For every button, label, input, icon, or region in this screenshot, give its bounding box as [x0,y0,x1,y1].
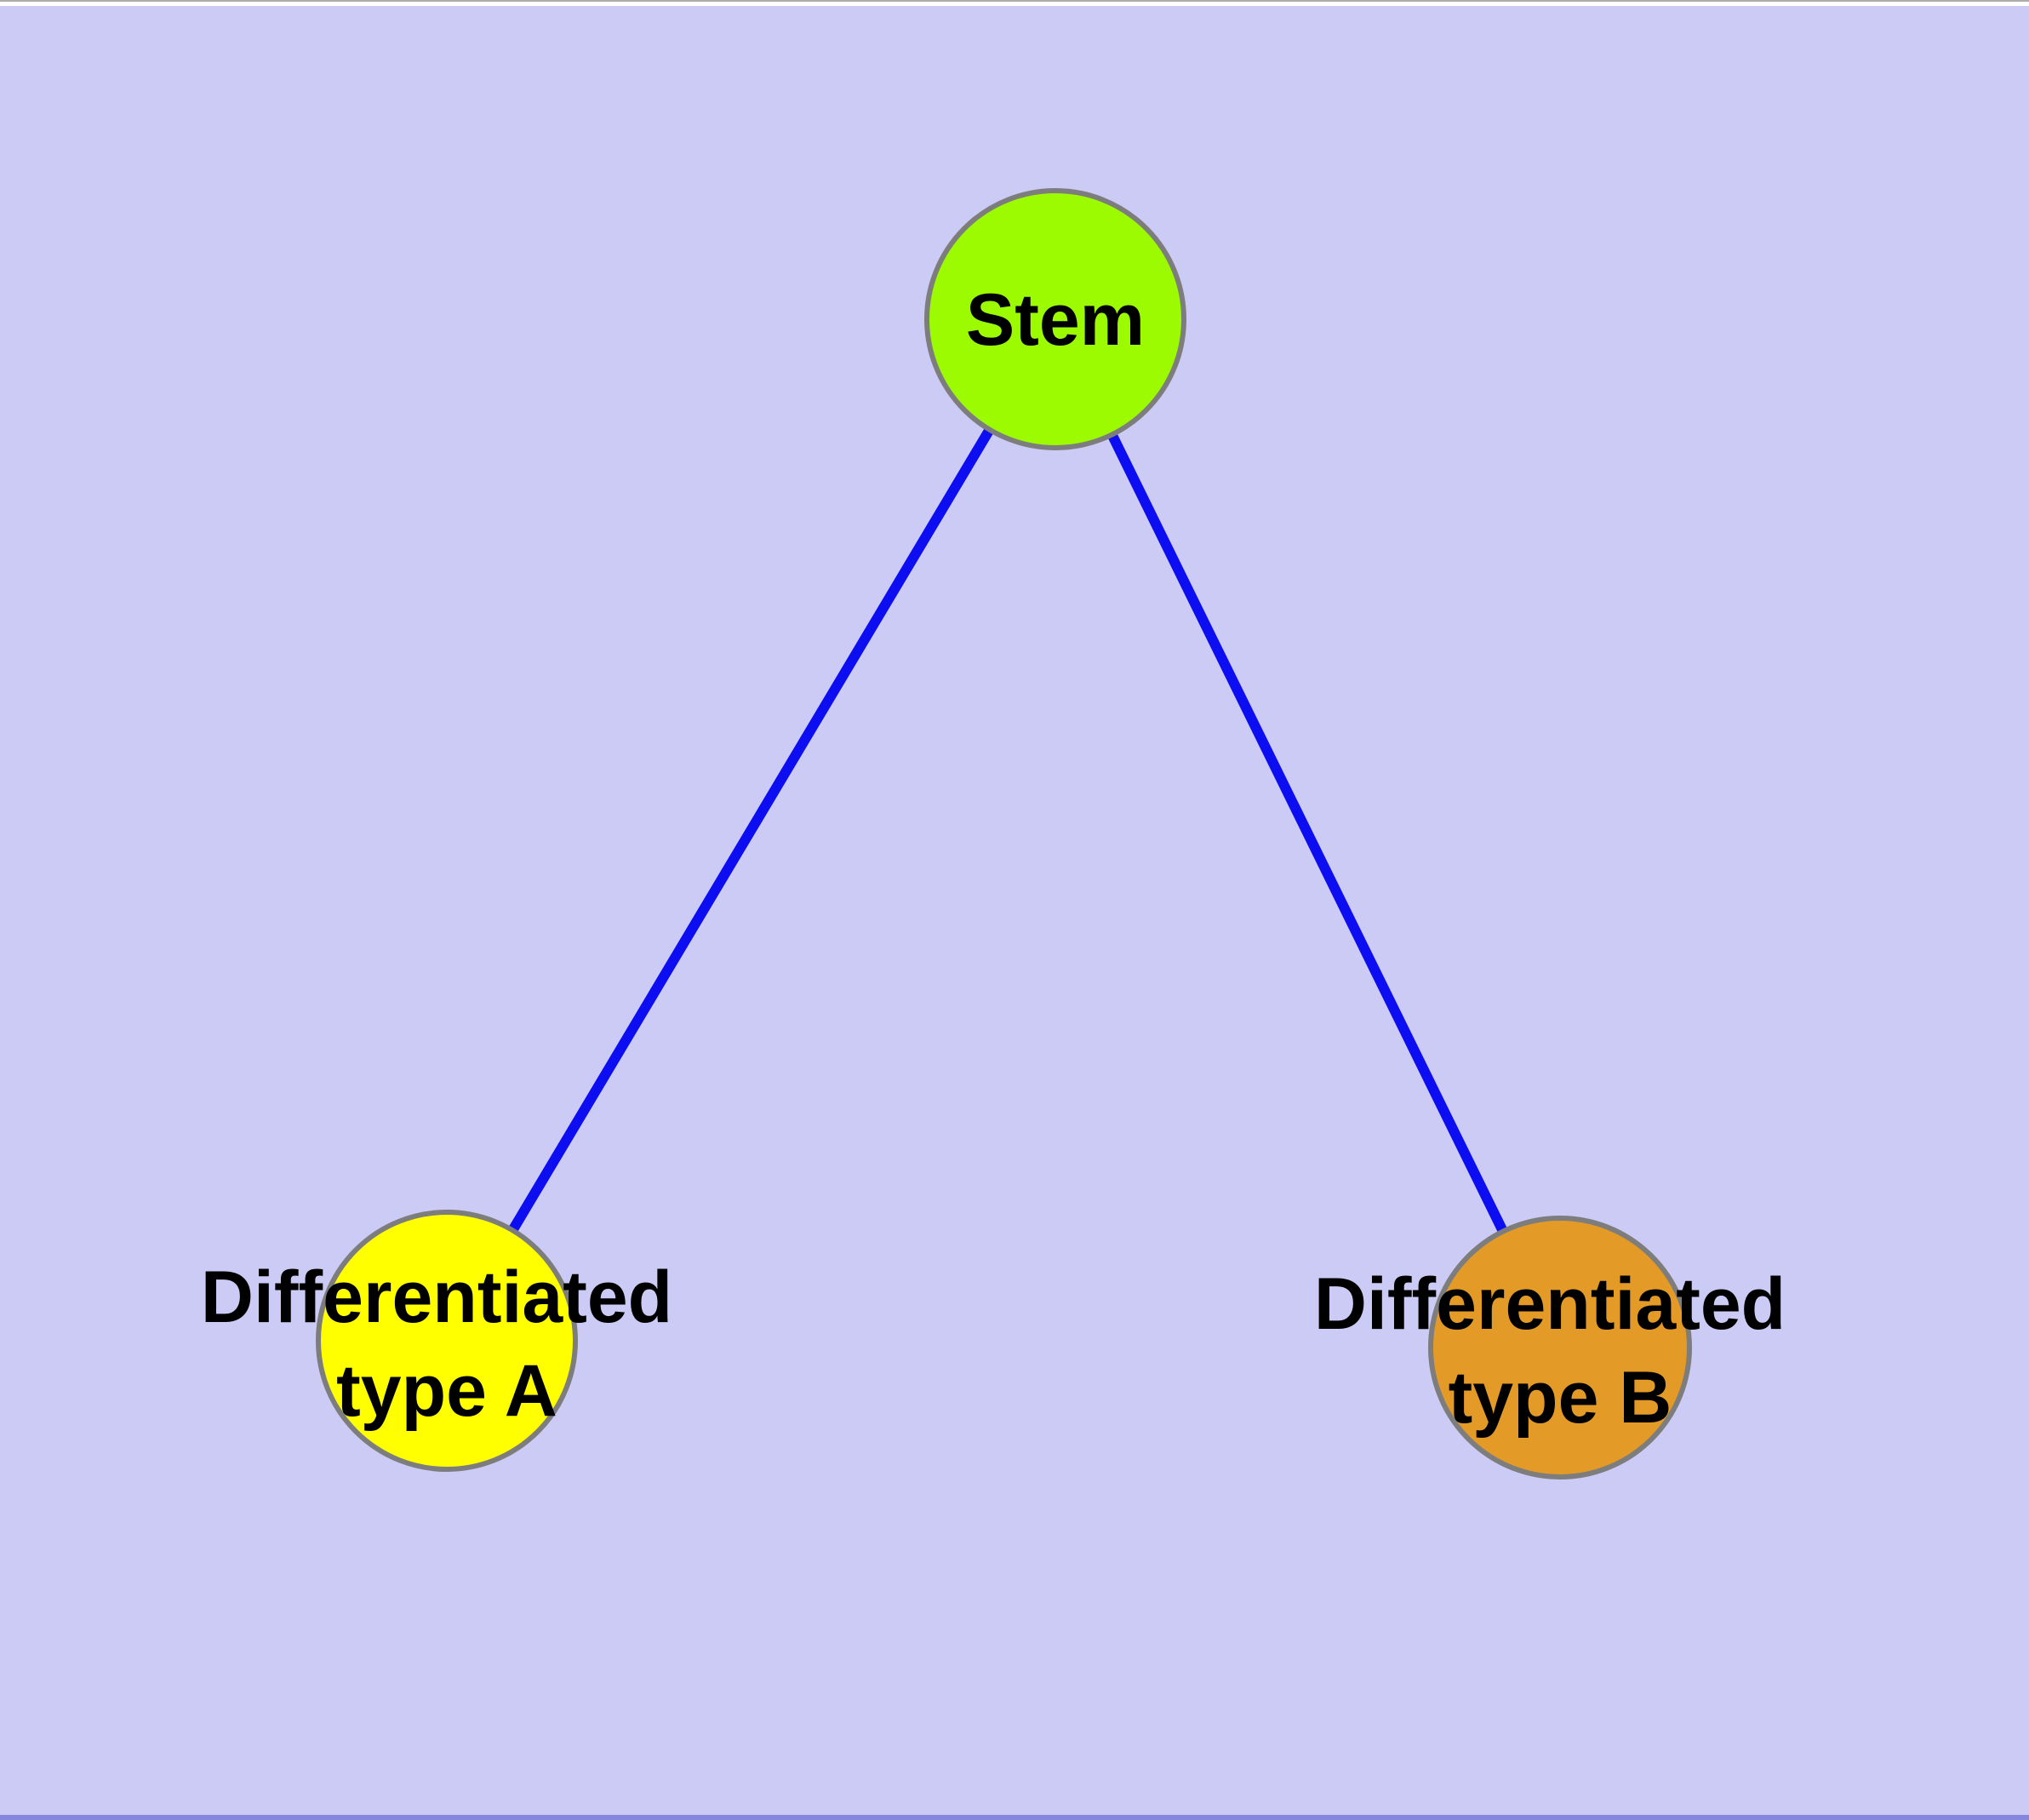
node-type-a-label-line-2: type A [336,1350,557,1432]
node-stem-label: Stem [966,279,1145,361]
edge-stem-to-type-a [442,316,1060,1344]
node-type-a-circle [316,1210,578,1472]
edge-layer [442,316,1565,1350]
node-type-b-label: Differentiated type B [1314,1263,1806,1439]
node-layer: Stem Differentiated type A Differentiate… [201,188,1806,1479]
node-type-b-circle [1428,1216,1692,1479]
node-differentiated-type-a: Differentiated type A [201,1210,693,1472]
node-type-b-label-line-1: Differentiated [1314,1263,1786,1345]
edge-stem-to-type-b [1050,317,1565,1350]
window-top-strip [0,2,2029,6]
window-top-hairline [0,0,2029,2]
node-type-a-label: Differentiated type A [201,1256,693,1432]
node-differentiated-type-b: Differentiated type B [1314,1216,1806,1479]
window-bottom-strip [0,1815,2029,1820]
node-stem: Stem [924,188,1186,450]
node-type-b-label-line-2: type B [1449,1357,1672,1439]
node-stem-circle [924,188,1186,450]
node-type-a-label-line-1: Differentiated [201,1256,672,1338]
